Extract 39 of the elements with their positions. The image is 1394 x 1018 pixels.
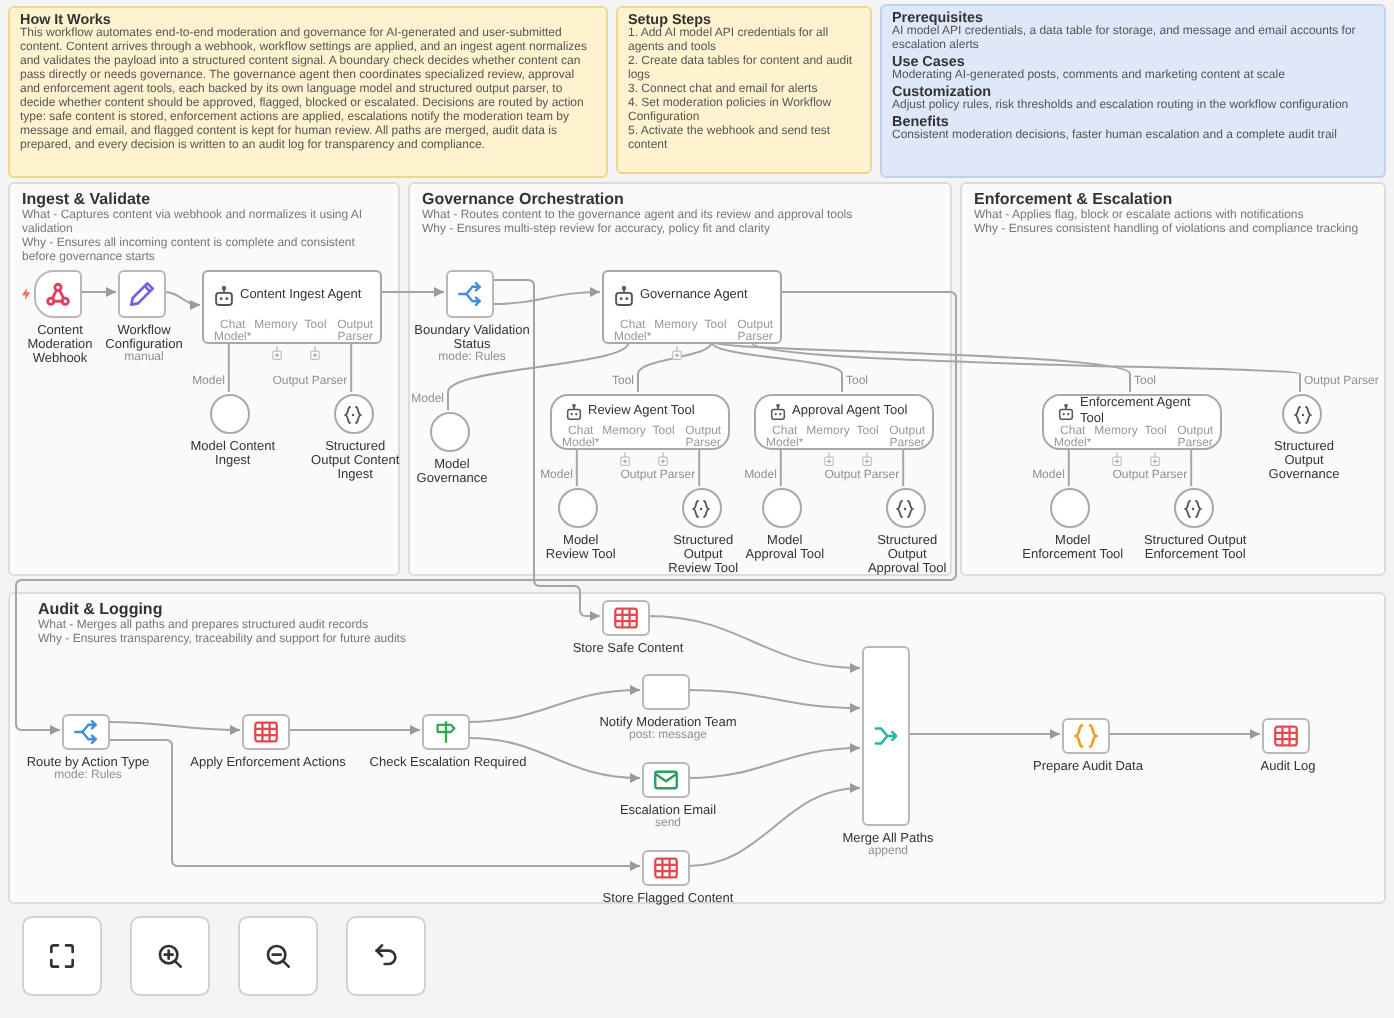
arrow	[687, 689, 861, 713]
connector-line	[1190, 447, 1193, 487]
section-panel	[8, 182, 400, 576]
connector-line	[227, 341, 230, 393]
arrow	[491, 279, 601, 621]
section-panel	[408, 182, 952, 576]
arrow	[163, 291, 201, 310]
section-title: Governance Orchestration	[422, 190, 624, 209]
arrow	[467, 737, 641, 783]
arrow	[687, 743, 861, 779]
arrow	[687, 783, 861, 867]
connector-line	[447, 341, 630, 411]
sticky-note	[8, 6, 608, 178]
connector-line	[637, 341, 713, 393]
arrow	[1107, 729, 1261, 739]
arrow	[79, 287, 117, 297]
arrow	[287, 725, 421, 735]
arrow	[467, 685, 641, 723]
arrow	[491, 287, 601, 305]
arrow	[379, 287, 445, 297]
section-panel	[960, 182, 1386, 576]
section-title: Audit & Logging	[38, 600, 163, 619]
connector-line	[902, 447, 905, 487]
arrow	[107, 739, 641, 871]
arrow	[107, 721, 241, 735]
section-panel	[8, 592, 1386, 904]
sticky-note	[880, 4, 1386, 178]
connector-line	[575, 447, 578, 487]
sticky-note	[616, 6, 872, 174]
connector-line	[698, 447, 701, 487]
connector-line	[750, 341, 1301, 393]
arrow	[647, 615, 861, 673]
connector-line	[710, 341, 843, 393]
connector-line	[779, 447, 782, 487]
connector-line	[1067, 447, 1070, 487]
section-title: Ingest & Validate	[22, 190, 151, 209]
section-title: Enforcement & Escalation	[974, 190, 1173, 209]
arrow	[907, 729, 1061, 739]
connector-line	[350, 341, 353, 393]
